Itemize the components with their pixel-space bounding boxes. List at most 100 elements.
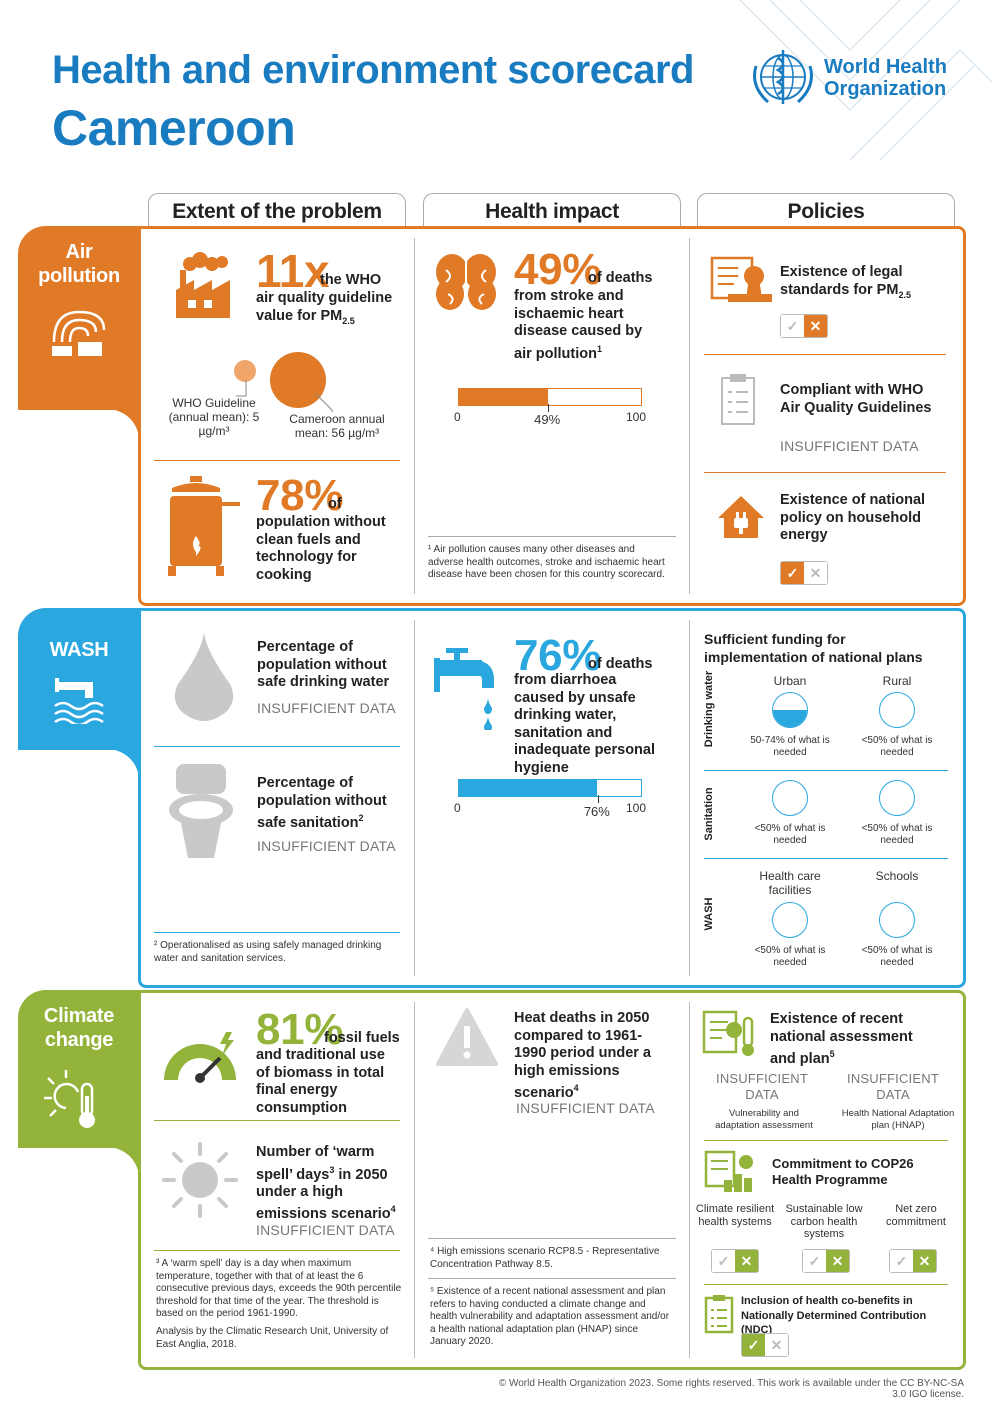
cop3-checkbox: ✓✕: [889, 1249, 937, 1273]
policy3-checkbox: ✓✕: [780, 561, 828, 585]
air-deaths-bar: [458, 388, 642, 406]
wash-hdiv-extent: [154, 746, 400, 747]
assess-status1: INSUFFICIENT DATA: [716, 1071, 808, 1102]
pm-text1: the WHO: [320, 272, 382, 288]
cross-icon: ✕: [804, 315, 827, 337]
energy-gauge-icon: [164, 1032, 236, 1083]
household-energy-icon: [718, 496, 764, 538]
warm-analysis-note: Analysis by the Climatic Research Unit, …: [156, 1326, 389, 1350]
guideline-label: WHO Guideline (annual mean): 5 µg/m³: [168, 396, 260, 438]
check-icon: ✓: [781, 315, 804, 337]
wash-bar-tick: [597, 795, 599, 803]
tab-air-pollution: Air pollution: [18, 226, 140, 410]
drink-urban-indicator: [772, 692, 808, 728]
tap-water-icon: [54, 678, 104, 727]
assess-note-divider: [428, 1278, 676, 1279]
row-drinking-label: Drinking water: [703, 670, 715, 748]
row-wash-label: WASH: [703, 897, 715, 931]
warm-sup: 3: [329, 1164, 335, 1175]
row-sanitation-label: Sanitation: [703, 787, 715, 841]
col-schools: Schools: [875, 869, 919, 883]
assess-status2: INSUFFICIENT DATA: [847, 1071, 939, 1102]
check-icon: ✓: [742, 1334, 765, 1356]
fuels-text: population without clean fuels and techn…: [256, 514, 386, 583]
air-bar-max: 100: [626, 410, 647, 424]
brain-icon: [436, 254, 496, 310]
page-title: Health and environment scorecard: [52, 48, 694, 92]
sanit-sup: 2: [358, 813, 364, 823]
col-urban: Urban: [773, 674, 807, 688]
assessment-footnote: ⁵ Existence of a recent national assessm…: [430, 1286, 670, 1347]
climate-hdiv-extent: [154, 1120, 400, 1121]
warning-icon: [436, 1008, 498, 1066]
wash-schools-indicator: [879, 902, 915, 938]
water-status: INSUFFICIENT DATA: [257, 700, 396, 716]
assess-label2: Health National Adaptation plan (HNAP): [841, 1108, 955, 1131]
pm-multiplier: 11x: [256, 245, 330, 297]
climate-divider-2: [689, 1002, 690, 1358]
country-name: Cameroon: [52, 100, 296, 156]
column-header-impact: Health impact: [423, 193, 681, 229]
legal-standards-icon: [710, 256, 772, 302]
check-icon: ✓: [781, 562, 804, 584]
tab-climate-label2: change: [44, 1029, 114, 1051]
faucet-icon: [434, 648, 494, 730]
tab-climate-curve: [18, 1146, 140, 1186]
col-health-care: Health care facilities: [759, 869, 821, 897]
sun-icon: [162, 1142, 238, 1218]
country-pm-label: Cameroon annual mean: 56 µg/m³: [289, 412, 385, 440]
wash-divider-2: [689, 620, 690, 976]
air-deaths-bar-fill: [459, 389, 549, 405]
tab-air-curve: [18, 408, 140, 448]
drink-urban-label: 50-74% of what is needed: [750, 735, 830, 758]
ndc-title: Inclusion of health co-benefits in Natio…: [741, 1295, 927, 1336]
who-logo-icon: [753, 50, 813, 104]
fuels-of: of: [328, 496, 342, 512]
column-header-policies: Policies: [697, 193, 955, 229]
policy3-text: Existence of national policy on househol…: [780, 492, 926, 543]
wash-bar-max: 100: [626, 801, 647, 815]
factory-icon: [176, 252, 230, 318]
country-pm-dot: [270, 352, 326, 408]
warm-status: INSUFFICIENT DATA: [256, 1222, 395, 1238]
climate-pol-div2: [704, 1284, 948, 1285]
emission-footnote: ⁴ High emissions scenario RCP8.5 - Repre…: [430, 1246, 660, 1270]
wash-schools-label: <50% of what is needed: [861, 945, 933, 968]
ndc-clipboard-icon: [704, 1295, 734, 1334]
air-footnote: ¹ Air pollution causes many other diseas…: [428, 544, 665, 580]
pm-sub: 2.5: [342, 315, 355, 326]
cross-icon: ✕: [735, 1250, 758, 1272]
sanit-urban-label: <50% of what is needed: [754, 823, 826, 846]
air-hdiv-extent: [154, 460, 400, 461]
row-sanitation: Sanitation: [700, 780, 718, 850]
fossil-text1: fossil fuels: [324, 1030, 400, 1046]
tab-climate: Climate change: [18, 990, 140, 1148]
cooking-pot-icon: [168, 476, 240, 576]
who-guideline-dot: [234, 360, 256, 382]
section-wash: [138, 608, 966, 988]
clipboard-icon: [721, 374, 755, 425]
toilet-icon: [169, 764, 233, 858]
check-icon: ✓: [890, 1250, 913, 1272]
cop2-checkbox: ✓✕: [802, 1249, 850, 1273]
policy2-status: INSUFFICIENT DATA: [780, 438, 919, 454]
sanit-status: INSUFFICIENT DATA: [257, 838, 396, 854]
wash-bar-min: 0: [454, 801, 461, 815]
cop1-label: Climate resilient health systems: [695, 1203, 775, 1228]
guideline-pointer: [236, 380, 247, 397]
climate-divider-1: [414, 1002, 415, 1358]
fossil-text2: and traditional use of biomass in total …: [256, 1047, 385, 1116]
cop3-label: Net zero commitment: [886, 1203, 946, 1228]
policy1-text: Existence of legal standards for PM: [780, 264, 903, 298]
row-drinking: Drinking water: [700, 668, 718, 754]
air-bar-tick: [548, 404, 550, 412]
funding-div2: [704, 858, 948, 859]
assessment-plan-icon: [702, 1010, 754, 1056]
cop1-checkbox: ✓✕: [711, 1249, 759, 1273]
sanit-urban-indicator: [772, 780, 808, 816]
air-deaths-percent: 49%: [514, 245, 602, 294]
wash-deaths-bar-fill: [459, 780, 598, 796]
sanit-rural-indicator: [879, 780, 915, 816]
water-text: Percentage of population without safe dr…: [257, 639, 390, 690]
air-deaths-sup: 1: [596, 343, 602, 354]
